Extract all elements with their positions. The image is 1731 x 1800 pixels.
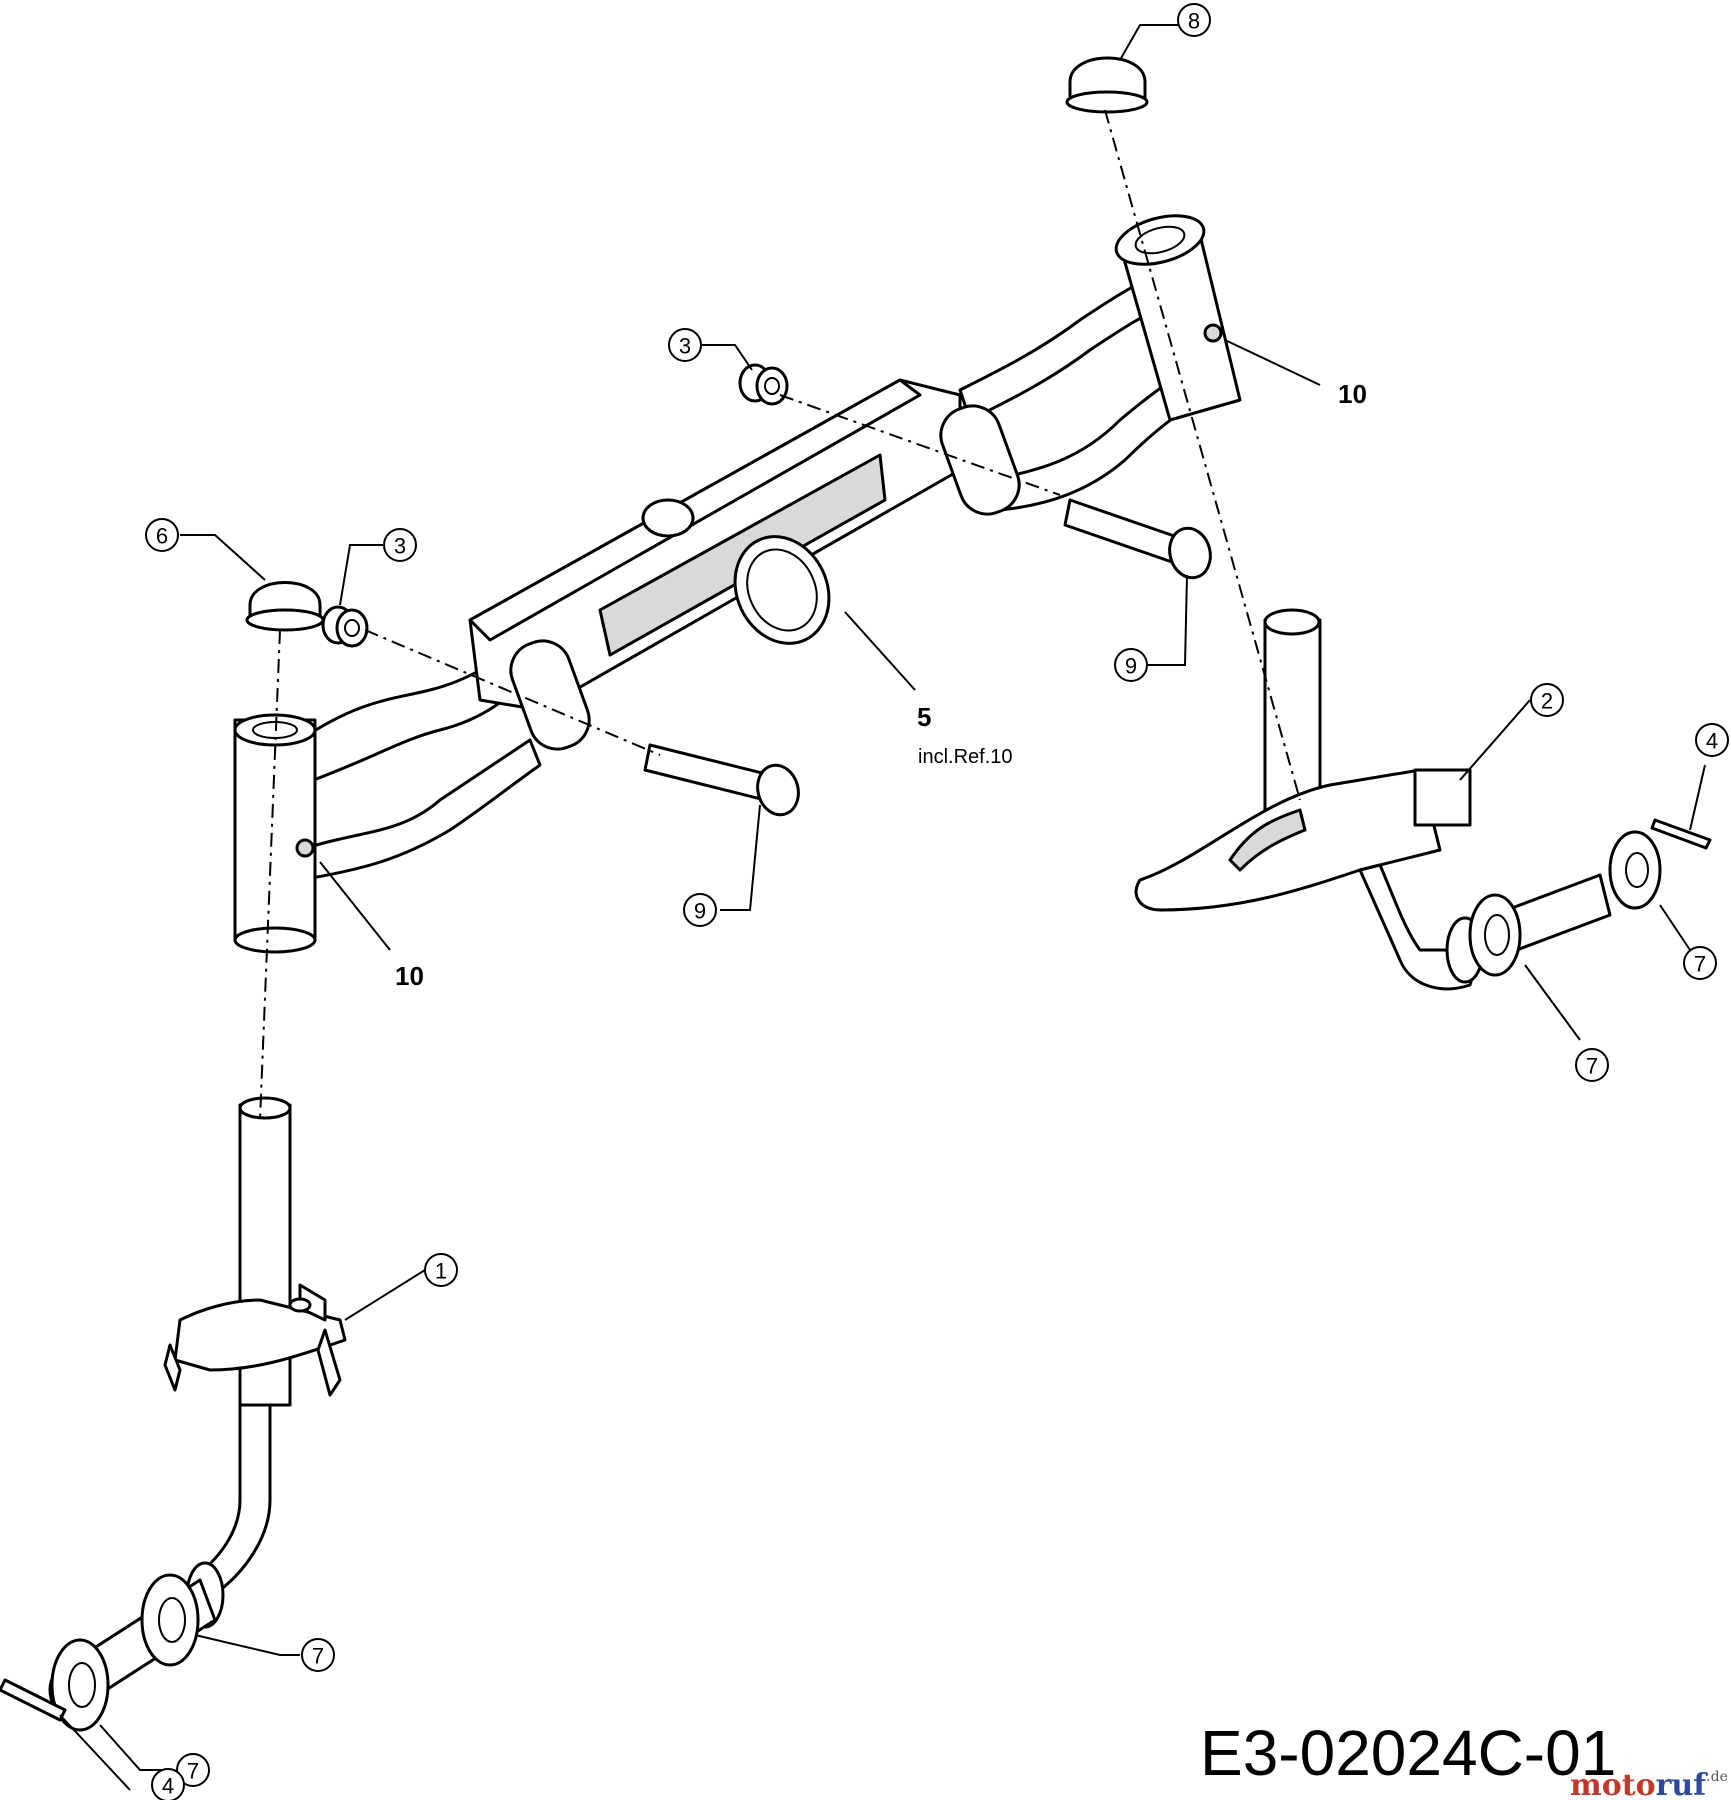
callout-10-right: 10 xyxy=(1338,379,1367,409)
svg-text:9: 9 xyxy=(1125,654,1137,679)
washer-left-inner xyxy=(140,1573,200,1667)
svg-text:4: 4 xyxy=(1706,729,1718,754)
callout-4-left: 4 xyxy=(151,1768,185,1800)
svg-text:9: 9 xyxy=(694,899,706,924)
callout-4-right: 4 xyxy=(1695,723,1729,757)
callout-6: 6 xyxy=(145,518,179,552)
callout-10-left: 10 xyxy=(395,961,424,991)
callout-9-right: 9 xyxy=(1114,648,1148,682)
callout-7-left-inner: 7 xyxy=(301,1638,335,1672)
bushing-left xyxy=(321,605,369,648)
leader-lines xyxy=(59,24,1706,1791)
front-axle xyxy=(298,268,1202,882)
drawing-number: E3-02024C-01 xyxy=(1200,1717,1616,1789)
bushing-center xyxy=(738,363,789,406)
svg-text:6: 6 xyxy=(156,524,168,549)
svg-text:7: 7 xyxy=(1586,1054,1598,1079)
svg-text:7: 7 xyxy=(1694,952,1706,977)
left-spindle xyxy=(163,1096,347,1602)
note-incl-ref-10: incl.Ref.10 xyxy=(918,746,1013,768)
callout-2: 2 xyxy=(1530,683,1564,717)
right-grease-fitting xyxy=(1203,323,1223,343)
left-axle-tube xyxy=(233,713,317,954)
callout-7-right-inner: 7 xyxy=(1575,1048,1609,1082)
cotter-pin-left xyxy=(0,1678,67,1722)
svg-text:2: 2 xyxy=(1541,689,1553,714)
watermark-logo: motoruf.de xyxy=(1570,1768,1728,1800)
svg-text:motoruf.de: motoruf.de xyxy=(1570,1768,1728,1800)
washer-right-outer xyxy=(1608,830,1662,910)
left-cap xyxy=(245,581,325,632)
callout-7-left-outer: 7 xyxy=(176,1753,210,1787)
svg-text:3: 3 xyxy=(679,334,691,359)
svg-text:1: 1 xyxy=(435,1259,447,1284)
right-spindle xyxy=(1134,608,1482,991)
top-right-cap xyxy=(1065,56,1149,114)
callout-8: 8 xyxy=(1177,3,1211,37)
callout-9-left: 9 xyxy=(683,893,717,927)
bolt-right xyxy=(1063,498,1212,580)
washer-right-inner xyxy=(1468,893,1522,977)
cotter-pin-right xyxy=(1650,818,1712,850)
svg-text:8: 8 xyxy=(1188,9,1200,34)
callout-5: 5 xyxy=(917,702,931,732)
callout-3-center: 3 xyxy=(668,328,702,362)
svg-text:4: 4 xyxy=(162,1774,174,1799)
callout-1: 1 xyxy=(424,1253,458,1287)
svg-text:3: 3 xyxy=(394,534,406,559)
left-grease-fitting xyxy=(295,838,315,858)
svg-text:7: 7 xyxy=(187,1759,199,1784)
callout-3-left: 3 xyxy=(383,528,417,562)
bolt-left xyxy=(643,743,800,817)
washer-left-outer xyxy=(50,1638,110,1732)
callout-7-right-outer: 7 xyxy=(1683,946,1717,980)
svg-text:7: 7 xyxy=(312,1644,324,1669)
